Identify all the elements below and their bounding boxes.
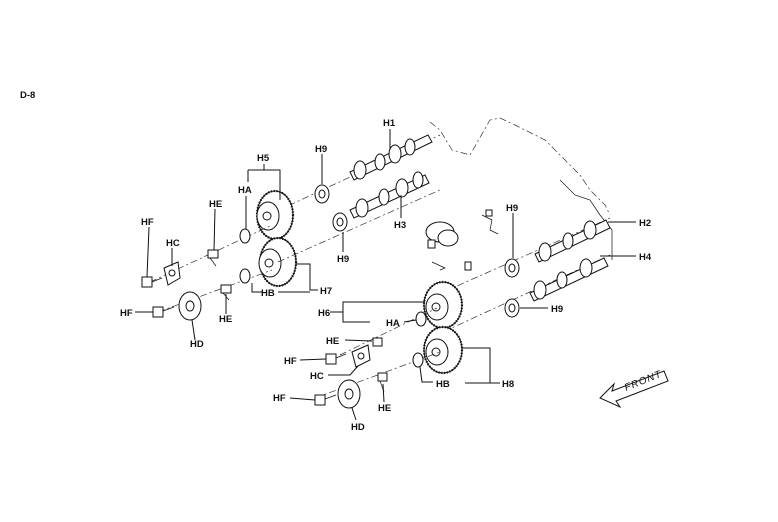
label-hf-3: HF <box>284 356 297 367</box>
bolt-hf-3 <box>325 353 347 365</box>
label-hb-bottom: HB <box>436 379 450 390</box>
bolt-hf-1 <box>141 276 163 288</box>
camshaft-h1 <box>274 134 441 213</box>
label-ha-bottom: HA <box>386 318 400 329</box>
label-h5: H5 <box>257 153 270 164</box>
label-hd-bottom: HD <box>351 422 365 433</box>
label-h6: H6 <box>318 308 330 319</box>
seal-ring-h9-mid <box>332 212 348 232</box>
front-arrow-icon <box>599 370 669 409</box>
label-he-1: HE <box>209 199 222 210</box>
seal-ring-h9-top <box>314 184 330 204</box>
label-hf-2: HF <box>120 308 133 319</box>
bolt-hf-2 <box>152 306 175 318</box>
valve-train-parts <box>425 209 499 271</box>
plate-hd-top <box>178 291 202 321</box>
ring-hb-top <box>239 268 251 284</box>
label-ha-top: HA <box>238 185 252 196</box>
label-hc-bottom: HC <box>310 371 324 382</box>
sprocket-h8 <box>422 325 464 375</box>
label-he-2: HE <box>219 314 232 325</box>
label-hf-4: HF <box>273 393 286 404</box>
label-he-3: HE <box>326 336 339 347</box>
label-h3: H3 <box>394 220 406 231</box>
seal-ring-h9-right-top <box>504 258 520 278</box>
camshaft-h3 <box>349 171 430 219</box>
cylinder-head-lower-outline <box>559 179 613 260</box>
ring-ha-top <box>239 228 251 244</box>
seal-ring-h9-right <box>504 298 520 318</box>
label-h9-top: H9 <box>315 144 327 155</box>
label-h2: H2 <box>639 218 651 229</box>
label-hd-top: HD <box>190 339 204 350</box>
label-h4: H4 <box>639 252 652 263</box>
leader-lines <box>135 129 636 421</box>
bolt-he-1 <box>207 249 219 267</box>
label-h9-right: H9 <box>551 304 563 315</box>
camshaft-h4 <box>429 254 611 339</box>
bracket-hc-top <box>163 261 181 286</box>
sprocket-h5 <box>255 189 295 241</box>
bracket-hc-bottom <box>351 344 371 368</box>
label-hb-top: HB <box>261 288 275 299</box>
label-h8: H8 <box>502 379 514 390</box>
plate-hd-bottom <box>337 379 361 409</box>
cylinder-head-outline <box>429 117 611 216</box>
camshaft-h2 <box>429 217 611 299</box>
label-hc-top: HC <box>166 238 180 249</box>
sprocket-h7 <box>258 236 298 288</box>
label-h9-right-top: H9 <box>506 203 518 214</box>
label-hf-1: HF <box>141 217 154 228</box>
bolt-he-3 <box>372 337 383 347</box>
ring-ha-bottom <box>415 311 427 327</box>
label-h9-mid: H9 <box>337 254 349 265</box>
sprocket-h6 <box>422 280 464 330</box>
bolt-hf-4 <box>314 394 337 406</box>
ring-hb-bottom <box>412 352 424 368</box>
page-id-label: D-8 <box>20 90 35 101</box>
bolt-he-4 <box>377 372 388 393</box>
label-he-4: HE <box>378 403 391 414</box>
label-h1: H1 <box>383 118 396 129</box>
label-h7: H7 <box>320 286 332 297</box>
